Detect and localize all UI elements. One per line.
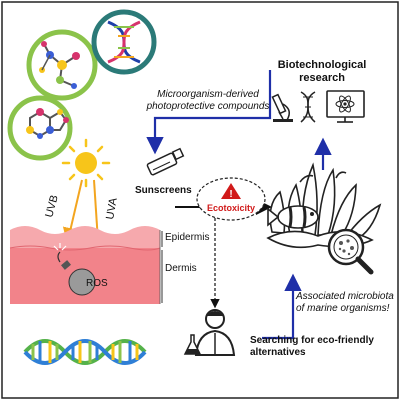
- compounds-arrow: [146, 70, 272, 155]
- microscope-icon: [271, 93, 293, 122]
- alternatives-arrow: [262, 273, 302, 340]
- coral-icon: [266, 162, 382, 249]
- atom-icon: [335, 95, 355, 113]
- dna-strand-icon: [23, 339, 147, 365]
- computer-icon: [326, 90, 365, 123]
- epidermis-label: Epidermis: [165, 232, 209, 243]
- microorganism-label-line2: photoprotective compounds: [146, 101, 270, 112]
- dna-icon: [91, 9, 157, 75]
- associated-microbiota-line2: of marine organisms!: [296, 303, 390, 314]
- uva-label: UVA: [104, 196, 120, 220]
- ros-label: ROS: [86, 278, 108, 289]
- microorganism-label-line1: Microorganism-derived: [157, 89, 259, 100]
- sunscreen-tube-icon: [146, 147, 185, 176]
- biotech-research-title-line1: Biotechnological: [278, 59, 367, 71]
- warning-mark: !: [229, 189, 232, 200]
- dermis-label: Dermis: [165, 263, 197, 274]
- clownfish-icon: [267, 205, 319, 229]
- warning-icon: !: [221, 183, 241, 200]
- molecule-icon: [26, 29, 98, 101]
- biotech-research-title-line2: research: [299, 72, 345, 84]
- associated-microbiota-line1: Associated microbiota: [295, 291, 394, 302]
- sun-icon: [61, 138, 111, 188]
- uvb-label: UVB: [43, 194, 60, 219]
- flask-icon: [183, 334, 202, 355]
- searching-label-line2: alternatives: [250, 347, 306, 358]
- molecule-icon: [7, 95, 73, 161]
- magnifier-icon: [327, 228, 374, 275]
- dna-icon: [300, 91, 316, 123]
- ecotoxicity-label: Ecotoxicity: [207, 203, 255, 213]
- sunscreens-label: Sunscreens: [135, 185, 192, 196]
- scientist-icon: [194, 309, 236, 356]
- bomb-icon: [53, 243, 96, 296]
- searching-label-line1: Searching for eco-friendly: [250, 335, 374, 346]
